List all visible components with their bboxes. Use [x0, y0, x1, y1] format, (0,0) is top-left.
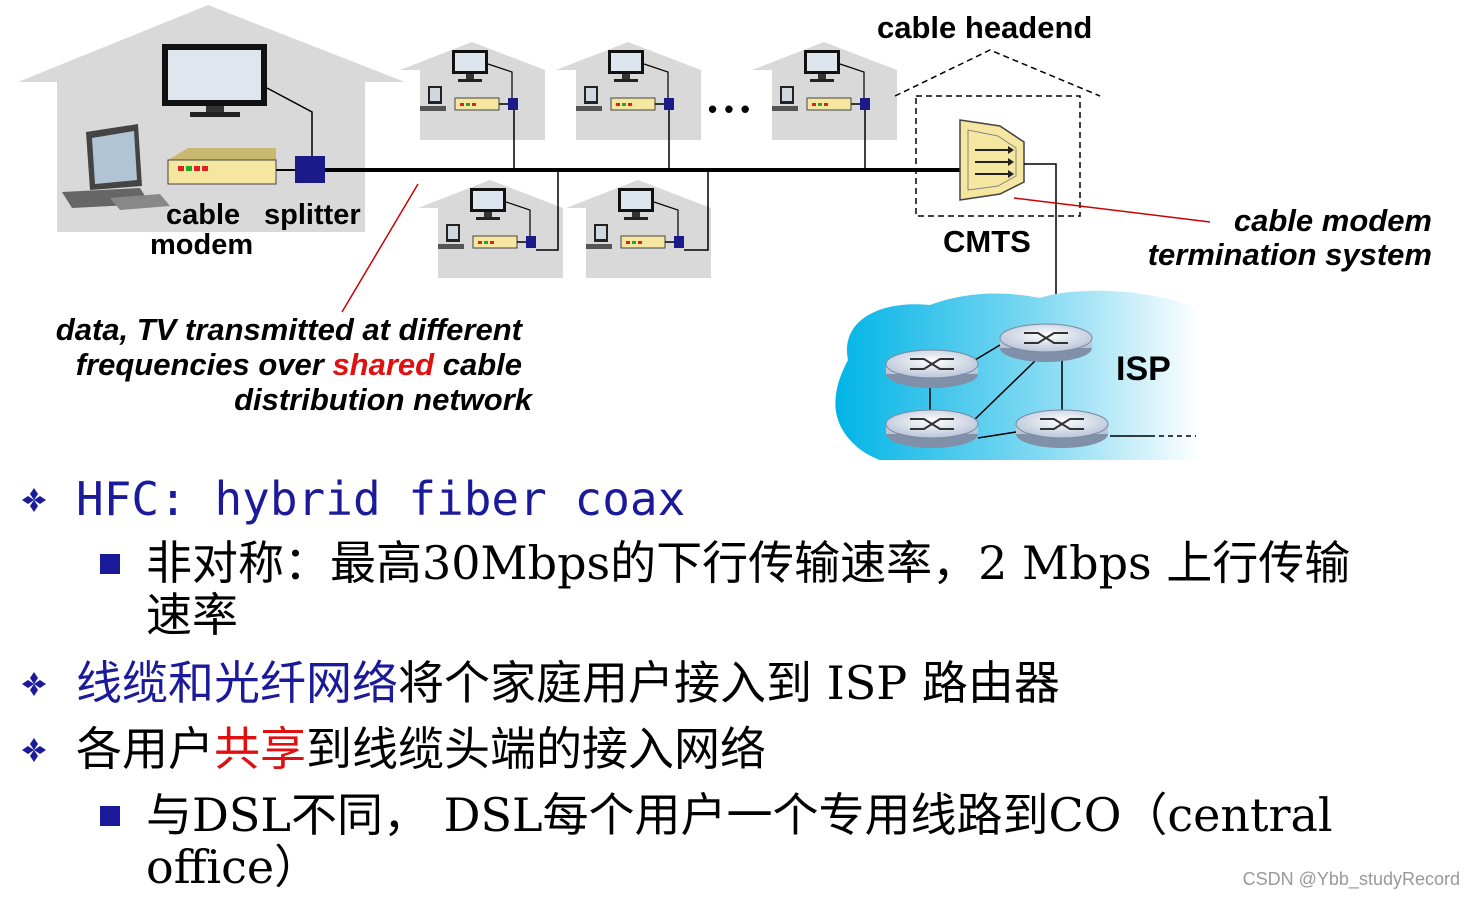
cmts-icon [959, 119, 1025, 201]
router-icon [999, 323, 1093, 363]
shared-annotation-line1: data, TV transmitted at different [56, 312, 524, 347]
bullet-hfc: HFC: hybrid fiber coax [0, 472, 1474, 526]
router-icon [885, 349, 979, 389]
cable-headend-outline [894, 49, 1101, 217]
bullet-list: HFC: hybrid fiber coax 非对称：最高30Mbps的下行传输… [0, 460, 1474, 898]
cmts-label: CMTS [943, 224, 1031, 259]
bullet-shared-text: 各用户共享到线缆头端的接入网络 [76, 722, 766, 776]
ellipsis-more-houses: • • • [708, 94, 750, 124]
watermark: CSDN @Ybb_studyRecord [1242, 869, 1460, 889]
bullet-asymmetric: 非对称：最高30Mbps的下行传输速率，2 Mbps 上行传输 速率 [0, 536, 1474, 644]
shared-annotation-line2: frequencies over shared cable [76, 347, 522, 382]
cable-drops [513, 110, 866, 251]
cmts-isp-link [1024, 163, 1057, 332]
splitter-label: splitter [264, 199, 361, 231]
cmts-description-line2: termination system [1148, 237, 1432, 272]
computer-icon [62, 124, 170, 210]
cable-modem-icon [167, 148, 277, 185]
splitter-icon [295, 156, 325, 183]
isp-label: ISP [1116, 350, 1171, 388]
bullet-network: 线缆和光纤网络将个家庭用户接入到 ISP 路由器 [0, 656, 1474, 710]
hfc-network-diagram: • • • cable headend CMTS cable modem ter… [18, 5, 1432, 460]
modem-label: modem [150, 229, 253, 261]
bullet-dsl: 与DSL不同， DSL每个用户一个专用线路到CO（central office） [0, 788, 1474, 896]
bullet-asymmetric-text: 非对称：最高30Mbps的下行传输速率，2 Mbps 上行传输 [146, 536, 1351, 590]
shared-annotation-line3: distribution network [234, 382, 534, 417]
router-icon [885, 409, 979, 449]
house-icon [417, 179, 564, 279]
bullet-asymmetric-text-cont: 速率 [146, 588, 238, 642]
square-bullet-icon [100, 806, 120, 826]
house-icon [555, 41, 702, 141]
diamond-bullet-icon [22, 738, 46, 762]
diamond-bullet-icon [22, 488, 46, 512]
isp-links [929, 344, 1196, 439]
bullet-shared: 各用户共享到线缆头端的接入网络 [0, 722, 1474, 776]
bullet-dsl-text: 与DSL不同， DSL每个用户一个专用线路到CO（central [146, 788, 1333, 842]
cmts-description-line1: cable modem [1234, 203, 1432, 238]
cable-headend-label: cable headend [877, 10, 1092, 45]
router-icon [1015, 409, 1109, 449]
bullet-network-text: 线缆和光纤网络将个家庭用户接入到 ISP 路由器 [76, 656, 1060, 710]
square-bullet-icon [100, 554, 120, 574]
cable-label: cable [166, 199, 240, 231]
big-house [18, 5, 405, 232]
house-icon [399, 41, 546, 141]
diamond-bullet-icon [22, 672, 46, 696]
tv-icon [162, 44, 267, 117]
bullet-hfc-text: HFC: hybrid fiber coax [76, 472, 686, 526]
house-icon [565, 179, 712, 279]
bullet-dsl-text-cont: office） [146, 840, 321, 894]
house-icon [751, 41, 898, 141]
